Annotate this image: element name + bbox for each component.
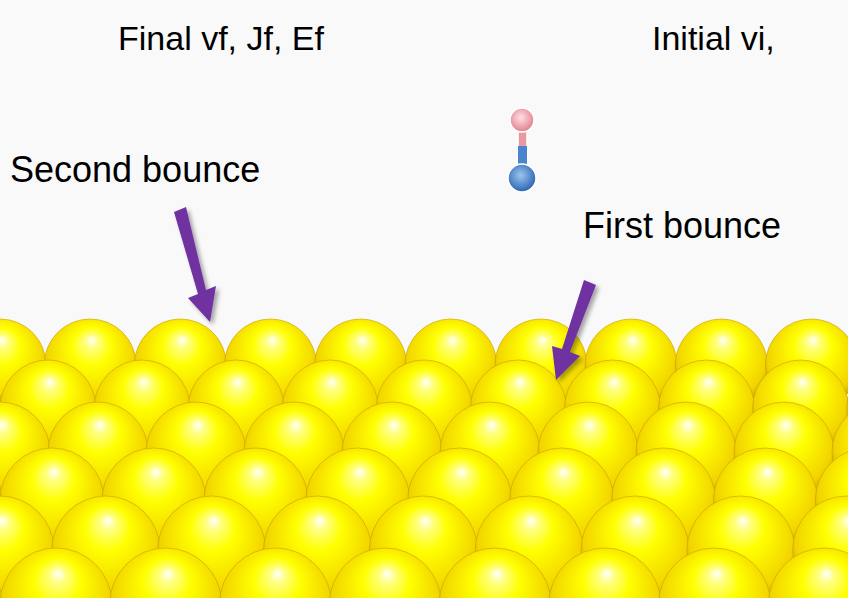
- second-bounce-arrow: [174, 207, 216, 322]
- gold-atom: [659, 548, 771, 598]
- bounce-arrows: [174, 207, 596, 380]
- first-bounce-label: First bounce: [583, 206, 781, 246]
- gold-atom: [110, 548, 222, 598]
- molecule: [508, 108, 536, 192]
- atom-bottom: [508, 164, 536, 192]
- final-state-label: Final vf, Jf, Ef: [118, 20, 324, 57]
- initial-state-label: Initial vi,: [652, 20, 775, 57]
- gold-atom: [549, 548, 661, 598]
- second-bounce-label: Second bounce: [10, 150, 260, 190]
- atom-top: [510, 108, 534, 132]
- gold-atoms: [0, 319, 848, 598]
- first-bounce-arrow: [552, 280, 596, 380]
- gold-atom: [439, 548, 551, 598]
- gold-atom: [0, 548, 112, 598]
- gold-atom: [329, 548, 441, 598]
- gold-atom: [768, 548, 848, 598]
- gold-atom: [220, 548, 332, 598]
